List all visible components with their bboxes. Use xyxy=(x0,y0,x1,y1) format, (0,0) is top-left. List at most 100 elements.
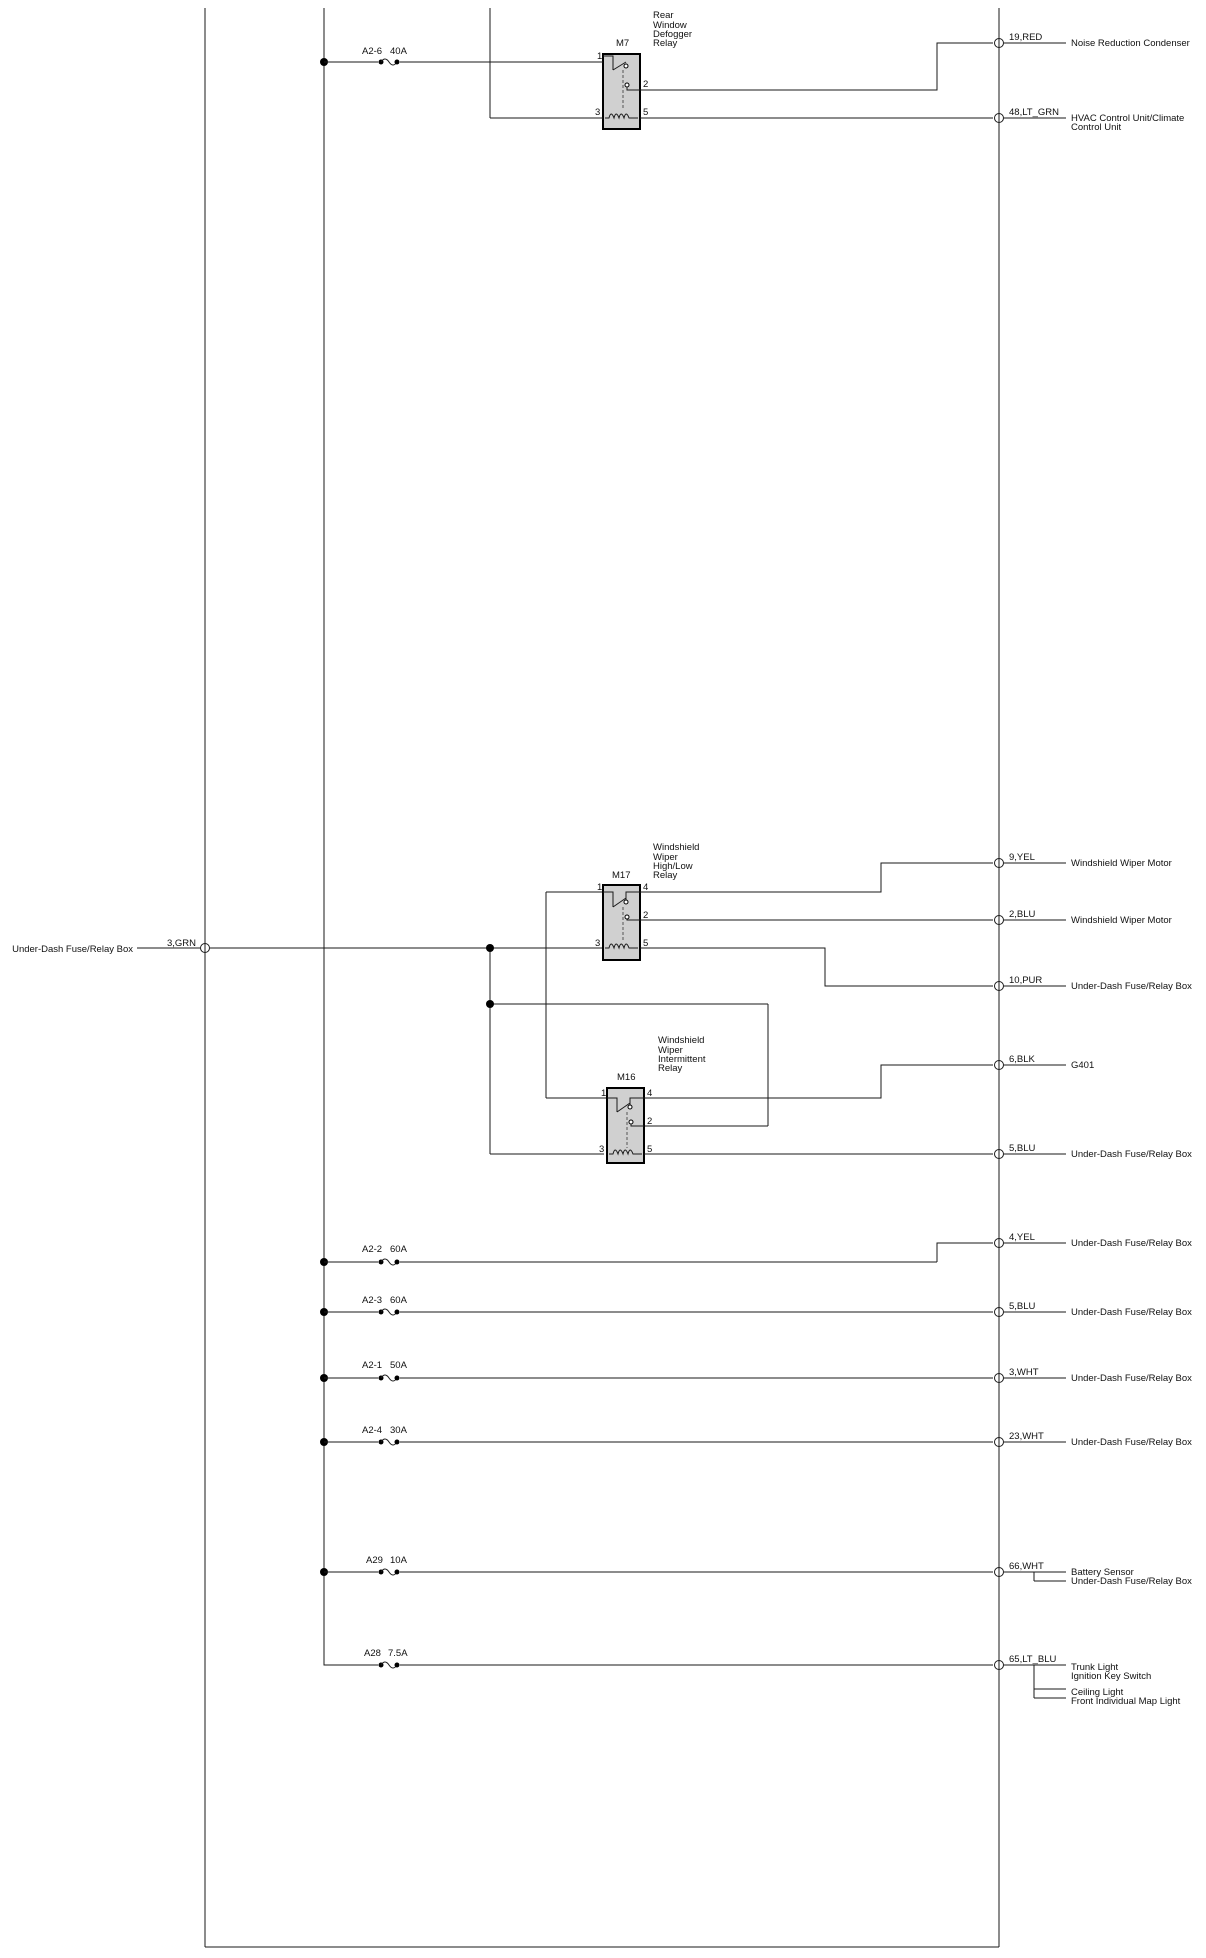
relay-output-wiring xyxy=(640,42,993,1155)
fuse-icon xyxy=(378,1308,400,1316)
output-destination: Under-Dash Fuse/Relay Box xyxy=(1071,1437,1192,1448)
relay-m16-pin: 1 xyxy=(601,1088,606,1099)
fuse-a2-4: A2-4 30A xyxy=(320,1425,993,1446)
fuse-a29: A29 10A xyxy=(320,1555,993,1576)
output-destination: Under-Dash Fuse/Relay Box xyxy=(1071,1238,1192,1249)
fuse-id: A29 xyxy=(366,1555,383,1566)
connector-icon xyxy=(994,915,1004,925)
relay-m16-pin: 4 xyxy=(647,1088,652,1099)
connector-icon xyxy=(994,1238,1004,1248)
output-destination: Control Unit xyxy=(1071,122,1122,133)
splice-dot xyxy=(486,1000,494,1008)
connector-icon xyxy=(994,1437,1004,1447)
output-destination: Ignition Key Switch xyxy=(1071,1671,1151,1682)
diagram-frame xyxy=(204,8,1000,1948)
relay-m7-name-line: Rear xyxy=(653,10,674,21)
output-destination: Under-Dash Fuse/Relay Box xyxy=(1071,981,1192,992)
fuse-id: A2-2 xyxy=(362,1244,382,1255)
relay-m16: Windshield Wiper Intermittent Relay M16 … xyxy=(599,1035,706,1164)
output-connector: 9,YEL Windshield Wiper Motor xyxy=(994,852,1172,869)
relay-m16-name-line: Relay xyxy=(658,1063,683,1074)
relay-m17-name-line: High/Low xyxy=(653,861,693,872)
splice-dot xyxy=(486,944,494,952)
connector-icon xyxy=(994,113,1004,123)
fuse-rating: 40A xyxy=(390,46,408,57)
output-wire-label: 5,BLU xyxy=(1009,1143,1036,1154)
relay-m17-name-line: Relay xyxy=(653,870,678,881)
relay-m7-pin: 3 xyxy=(595,107,600,118)
fuse-icon xyxy=(378,58,400,66)
fuse-a2-2: A2-2 60A xyxy=(320,1242,993,1266)
main-input-wire: 3,GRN xyxy=(167,938,196,949)
connector-icon xyxy=(994,38,1004,48)
output-wire-label: 66,WHT xyxy=(1009,1561,1044,1572)
relay-m16-id: M16 xyxy=(617,1072,635,1083)
relay-coil-icon xyxy=(605,113,638,120)
output-connector: 23,WHT Under-Dash Fuse/Relay Box xyxy=(994,1431,1192,1448)
relay-m17-pin: 3 xyxy=(595,938,600,949)
output-destination: Under-Dash Fuse/Relay Box xyxy=(1071,1149,1192,1160)
output-wire-label: 48,LT_GRN xyxy=(1009,107,1059,118)
fuse-a2-1: A2-1 50A xyxy=(320,1360,993,1382)
output-wire-label: 10,PUR xyxy=(1009,975,1042,986)
fuse-rating: 7.5A xyxy=(388,1648,408,1659)
relay-m16-name-line: Wiper xyxy=(658,1045,683,1056)
relay-m7-pin: 1 xyxy=(597,51,602,62)
output-destination: Front Individual Map Light xyxy=(1071,1696,1181,1707)
fuse-icon xyxy=(378,1568,400,1576)
output-destination: Noise Reduction Condenser xyxy=(1071,38,1190,49)
relay-m16-pin: 5 xyxy=(647,1144,652,1155)
relay-m7-name-line: Defogger xyxy=(653,29,692,40)
output-connector: 5,BLU Under-Dash Fuse/Relay Box xyxy=(994,1301,1192,1318)
fuse-a2-3: A2-3 60A xyxy=(320,1295,993,1316)
connector-icon xyxy=(994,1373,1004,1383)
connector-icon xyxy=(994,1307,1004,1317)
relay-m16-name-line: Intermittent xyxy=(658,1054,706,1065)
relay-m7-pin: 2 xyxy=(643,79,648,90)
fuse-a28: A28 7.5A xyxy=(323,1620,993,1669)
main-input-connector-icon xyxy=(200,943,210,953)
relay-m16-pin: 2 xyxy=(647,1116,652,1127)
fuse-icon xyxy=(378,1258,400,1266)
main-input-label: Under-Dash Fuse/Relay Box xyxy=(12,944,133,955)
output-destination: Under-Dash Fuse/Relay Box xyxy=(1071,1307,1192,1318)
fuse-id: A28 xyxy=(364,1648,381,1659)
output-connector: 10,PUR Under-Dash Fuse/Relay Box xyxy=(994,975,1192,992)
relay-coil-icon xyxy=(605,943,638,950)
relay-m7-name-line: Relay xyxy=(653,38,678,49)
fuse-id: A2-1 xyxy=(362,1360,382,1371)
output-destination: Battery Sensor xyxy=(1071,1567,1134,1578)
relay-m17-pin: 1 xyxy=(597,882,602,893)
relay-m16-name-line: Windshield xyxy=(658,1035,704,1046)
relay-m7-name-line: Window xyxy=(653,20,687,31)
output-connector: 5,BLU Under-Dash Fuse/Relay Box xyxy=(994,1143,1192,1160)
output-wire-label: 6,BLK xyxy=(1009,1054,1036,1065)
relay-m17-pin: 2 xyxy=(643,910,648,921)
output-destination: Windshield Wiper Motor xyxy=(1071,915,1172,926)
output-destination: Windshield Wiper Motor xyxy=(1071,858,1172,869)
connector-icon xyxy=(994,1567,1004,1577)
relay-m17-pin: 4 xyxy=(643,882,648,893)
output-wire-label: 9,YEL xyxy=(1009,852,1035,863)
fuse-rating: 30A xyxy=(390,1425,408,1436)
fuse-icon xyxy=(378,1374,400,1382)
output-wire-label: 2,BLU xyxy=(1009,909,1036,920)
relay-m17-name-line: Wiper xyxy=(653,852,678,863)
output-wire-label: 23,WHT xyxy=(1009,1431,1044,1442)
relay-m7-pin: 5 xyxy=(643,107,648,118)
output-wire-label: 5,BLU xyxy=(1009,1301,1036,1312)
relay-m17-body xyxy=(602,884,641,961)
relay-switch-icon xyxy=(607,1097,644,1148)
relay-m17: Windshield Wiper High/Low Relay M17 1 4 … xyxy=(595,842,699,961)
relay-m7: Rear Window Defogger Relay M7 1 2 3 5 xyxy=(490,10,692,130)
relay-m17-name-line: Windshield xyxy=(653,842,699,853)
output-wire-label: 3,WHT xyxy=(1009,1367,1039,1378)
